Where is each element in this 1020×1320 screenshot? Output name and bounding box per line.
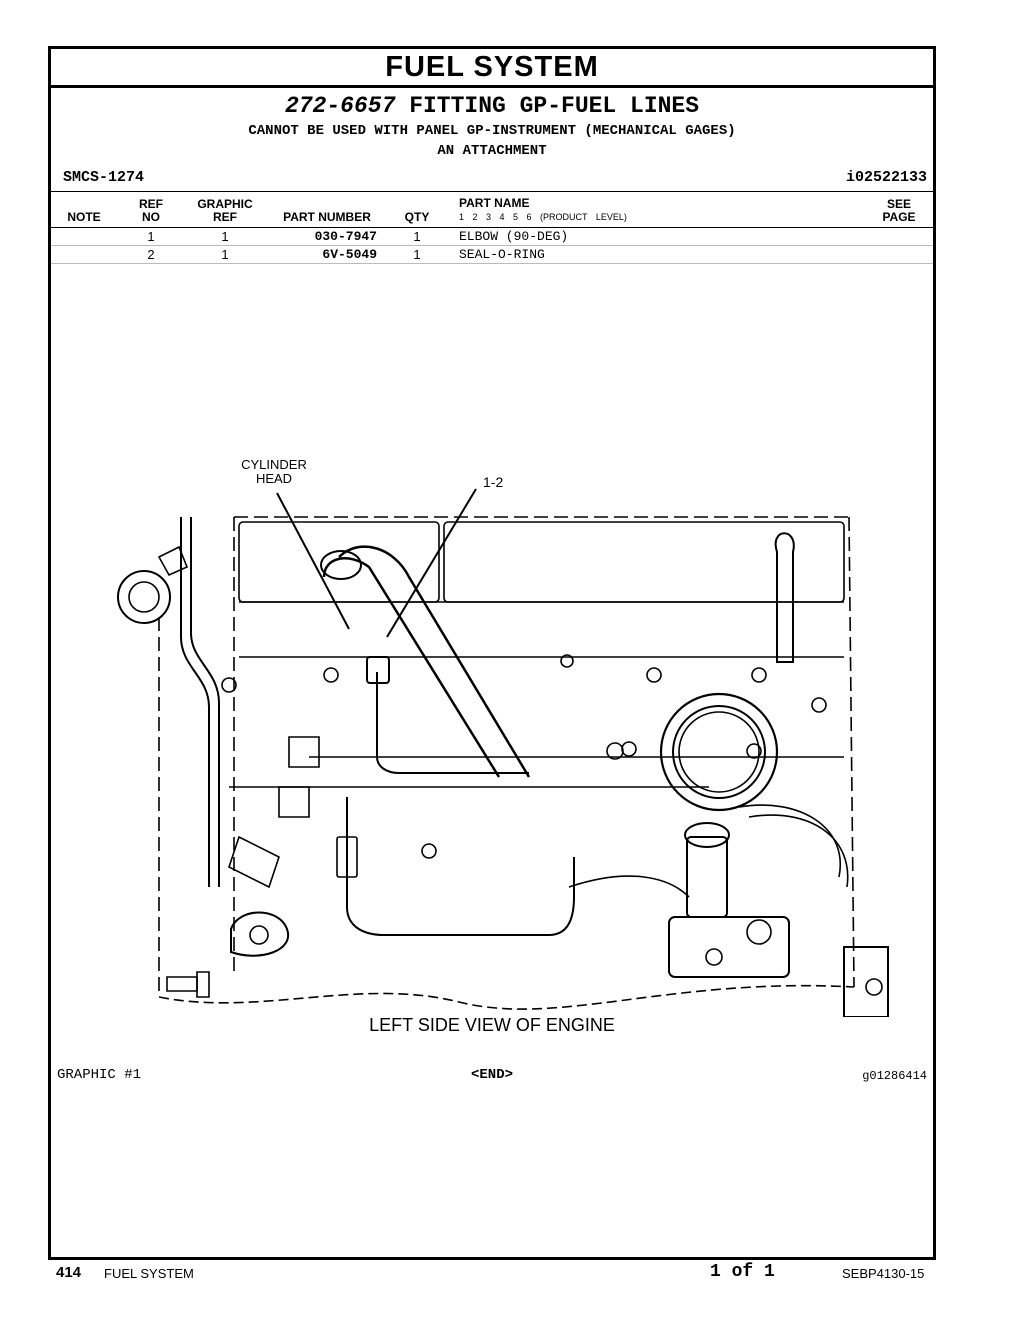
graphic-caption: LEFT SIDE VIEW OF ENGINE (369, 1015, 615, 1035)
callout-cylinder-head-line1: CYLINDER (241, 457, 307, 472)
callout-ref: 1-2 (483, 474, 503, 490)
cell-part-number: 6V-5049 (322, 247, 377, 262)
cell-qty: 1 (413, 247, 421, 262)
section-title: FUEL SYSTEM (51, 49, 933, 88)
cell-part-number: 030-7947 (314, 229, 377, 244)
cell-graphic-ref: 1 (221, 247, 229, 262)
product-level-legend: 1 2 3 4 5 6 (PRODUCT LEVEL) (459, 212, 627, 222)
footer-section: FUEL SYSTEM (104, 1266, 194, 1281)
table-top-rule (51, 191, 933, 192)
smcs-code: SMCS-1274 (63, 169, 145, 186)
group-part-number: 272-6657 (284, 93, 396, 119)
cell-part-name: SEAL-O-RING (459, 247, 545, 262)
group-title: 272-6657 FITTING GP-FUEL LINES (51, 93, 933, 119)
graphic-label: GRAPHIC #1 (57, 1067, 142, 1083)
cell-graphic-ref: 1 (221, 229, 229, 244)
col-header-note: NOTE (67, 210, 101, 224)
end-marker: <END> (470, 1067, 513, 1083)
cell-ref-no: 2 (147, 247, 155, 262)
callout-cylinder-head-line2: HEAD (256, 471, 292, 486)
illustration-id: i02522133 (845, 169, 927, 186)
page-of: 1 of 1 (710, 1262, 775, 1282)
col-header-part-name: PART NAME (459, 196, 530, 210)
page-frame: FUEL SYSTEM 272-6657 FITTING GP-FUEL LIN… (48, 46, 936, 1260)
group-name: FITTING GP-FUEL LINES (409, 93, 700, 119)
graphic-id: g01286414 (862, 1069, 927, 1083)
engine-illustration: CYLINDER HEAD 1-2 (109, 457, 889, 1018)
header-bottom-rule (51, 227, 933, 228)
doc-id: SEBP4130-15 (842, 1266, 925, 1281)
cell-qty: 1 (413, 229, 421, 244)
row-rule (51, 245, 933, 246)
row-rule (51, 263, 933, 264)
group-note-1: CANNOT BE USED WITH PANEL GP-INSTRUMENT … (248, 123, 736, 139)
page-number: 414 (56, 1264, 82, 1281)
col-header-part-number: PART NUMBER (283, 210, 371, 224)
group-note-2: AN ATTACHMENT (437, 143, 547, 159)
cell-part-name: ELBOW (90-DEG) (459, 229, 569, 244)
cell-ref-no: 1 (147, 229, 155, 244)
col-header-qty: QTY (404, 210, 430, 224)
